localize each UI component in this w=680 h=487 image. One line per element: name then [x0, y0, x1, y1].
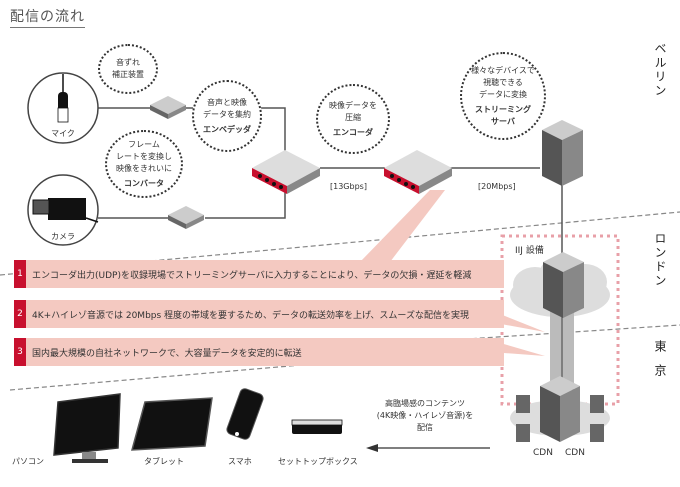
point-item-1: 1 エンコーダ出力(UDP)を収録現場でストリーミングサーバに入力することにより… [14, 260, 504, 288]
smartphone-icon [226, 388, 264, 440]
tablet-icon [131, 397, 213, 451]
mic-icon [27, 72, 99, 144]
camera-label: カメラ [51, 232, 75, 241]
region-label-tokyo: 東京 [653, 340, 667, 388]
delivery-description: 高臨場感のコンテンツ (4K映像・ハイレゾ音源)を 配信 [376, 399, 474, 432]
streaming-server-icon [542, 120, 583, 186]
encoder-device-icon [384, 150, 452, 194]
bubble-streaming-server: 様々なデバイスで 視聴できる データに変換 ストリーミング サーバ [460, 52, 546, 140]
device-label-set-top-box: セットトップボックス [278, 457, 358, 466]
point-text: エンコーダ出力(UDP)を収録現場でストリーミングサーバに入力することにより、デ… [32, 270, 472, 281]
region-label-berlin: ベルリン [653, 42, 667, 98]
pc-icon [53, 393, 121, 463]
embedder-device-icon [252, 150, 320, 194]
device-label-smartphone: スマホ [228, 457, 252, 466]
bubble-encoder: 映像データを 圧縮 エンコーダ [316, 84, 390, 154]
audio-sync-device-icon [150, 96, 186, 119]
point-number-badge: 2 [14, 300, 26, 328]
bubble-embedder: 音声と映像 データを集約 エンベデッダ [192, 80, 262, 152]
iij-server-icon [543, 252, 584, 318]
divider-london-tokyo [359, 324, 680, 347]
mic-label: マイク [51, 129, 75, 138]
point-item-3: 3 国内最大規模の自社ネットワークで、大容量データを安定的に転送 [14, 338, 504, 366]
converter-device-icon [168, 206, 204, 229]
bandwidth-label-13gbps: [13Gbps] [330, 182, 367, 191]
camera-icon [27, 174, 99, 246]
bubble-audio-sync: 音ずれ 補正装置 [98, 44, 158, 94]
cdn-label: CDN [565, 448, 585, 458]
point-text: 4K+ハイレゾ音源では 20Mbps 程度の帯域を要するため、データの転送効率を… [32, 310, 469, 321]
point-number-badge: 1 [14, 260, 26, 288]
device-label-tablet: タブレット [144, 457, 184, 466]
point-item-2: 2 4K+ハイレゾ音源では 20Mbps 程度の帯域を要するため、データの転送効… [14, 300, 504, 328]
cdn-servers-icon [516, 376, 604, 442]
iij-facility-label: IIJ 設備 [515, 246, 544, 256]
device-label-pc: パソコン [12, 457, 44, 466]
region-label-london: ロンドン [653, 232, 667, 288]
set-top-box-icon [291, 419, 343, 434]
callout-pointer-1 [360, 190, 445, 262]
bandwidth-label-20mbps: [20Mbps] [478, 182, 516, 191]
bubble-converter: フレーム レートを変換し 映像をきれいに コンバータ [105, 130, 183, 198]
page-title: 配信の流れ [10, 6, 85, 28]
cdn-label: CDN [533, 448, 553, 458]
point-number-badge: 3 [14, 338, 26, 366]
point-text: 国内最大規模の自社ネットワークで、大容量データを安定的に転送 [32, 348, 302, 359]
